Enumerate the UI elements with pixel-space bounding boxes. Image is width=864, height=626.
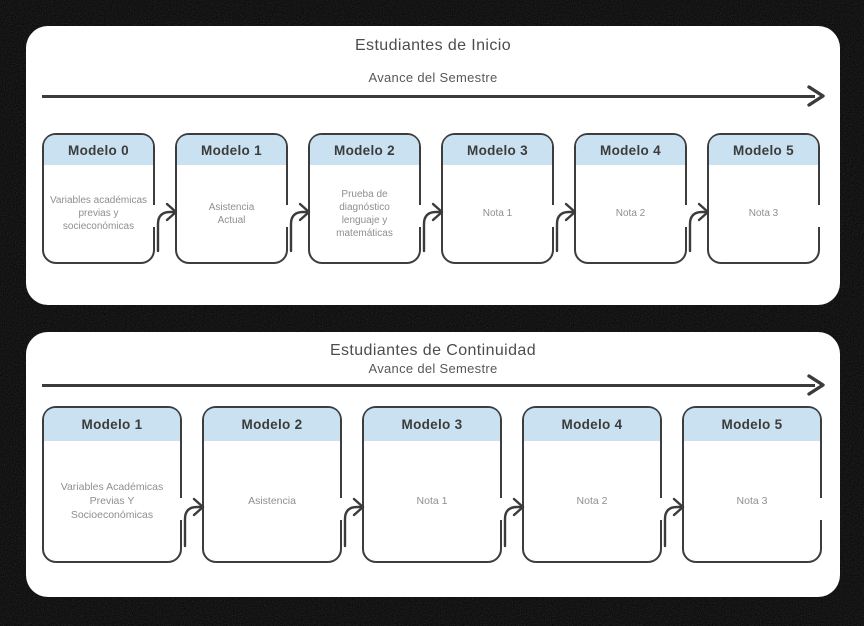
panel-estudiantes-de-inicio: Estudiantes de Inicio Avance del Semestr… bbox=[26, 26, 840, 305]
model-card-header: Modelo 5 bbox=[709, 135, 818, 165]
card-connector bbox=[502, 406, 525, 563]
model-card-body: Variables Académicas Previas Y Socioecon… bbox=[60, 481, 164, 521]
model-card-header: Modelo 2 bbox=[204, 408, 340, 441]
model-card-modelo-2: Modelo 2 Asistencia bbox=[202, 406, 343, 563]
model-card-body: Variables académicas previas y socieconó… bbox=[49, 195, 148, 232]
arrow-line bbox=[42, 94, 815, 98]
model-card-header: Modelo 4 bbox=[524, 408, 660, 441]
card-connector bbox=[342, 406, 365, 563]
flow-arrow-icon bbox=[156, 202, 178, 253]
model-card-body: Asistencia bbox=[248, 495, 296, 507]
arrow-head-icon bbox=[807, 374, 825, 396]
flow-arrow-icon bbox=[663, 497, 685, 548]
model-card-header: Modelo 2 bbox=[310, 135, 419, 165]
flow-arrow-icon bbox=[688, 202, 710, 253]
model-card-header: Modelo 0 bbox=[44, 135, 153, 165]
flow-arrow-icon bbox=[183, 497, 205, 548]
model-card-header: Modelo 1 bbox=[177, 135, 286, 165]
card-connector bbox=[662, 406, 685, 563]
card-connector bbox=[554, 133, 577, 264]
flow-arrow-icon bbox=[289, 202, 311, 253]
model-card-header: Modelo 1 bbox=[44, 408, 180, 441]
card-connector bbox=[687, 133, 710, 264]
model-cards-row: Modelo 0 Variables académicas previas y … bbox=[42, 133, 821, 264]
arrow-line bbox=[42, 383, 815, 387]
model-card-header: Modelo 3 bbox=[364, 408, 500, 441]
model-card-modelo-1: Modelo 1 Asistencia Actual bbox=[175, 133, 289, 264]
semester-progress-arrow bbox=[42, 83, 826, 109]
card-connector bbox=[288, 133, 311, 264]
model-card-modelo-3: Modelo 3 Nota 1 bbox=[362, 406, 503, 563]
flow-arrow-icon bbox=[422, 202, 444, 253]
flow-arrow-icon bbox=[343, 497, 365, 548]
panel-estudiantes-de-continuidad: Estudiantes de Continuidad Avance del Se… bbox=[26, 332, 840, 597]
model-card-header: Modelo 4 bbox=[576, 135, 685, 165]
model-card-modelo-0: Modelo 0 Variables académicas previas y … bbox=[42, 133, 156, 264]
model-card-body: Nota 2 bbox=[576, 495, 608, 507]
model-card-body: Nota 2 bbox=[615, 208, 646, 219]
model-card-modelo-4: Modelo 4 Nota 2 bbox=[574, 133, 688, 264]
panel-title: Estudiantes de Continuidad bbox=[329, 342, 537, 359]
panel-title: Estudiantes de Inicio bbox=[354, 37, 512, 54]
model-card-body: Nota 1 bbox=[482, 208, 513, 219]
model-card-body: Asistencia Actual bbox=[208, 201, 255, 226]
arrow-head-icon bbox=[807, 85, 825, 107]
card-connector bbox=[182, 406, 205, 563]
model-card-header: Modelo 5 bbox=[684, 408, 820, 441]
model-card-modelo-1: Modelo 1 Variables Académicas Previas Y … bbox=[42, 406, 183, 563]
model-card-body: Nota 3 bbox=[748, 208, 779, 219]
flow-arrow-icon bbox=[555, 202, 577, 253]
model-card-body: Nota 3 bbox=[736, 495, 768, 507]
model-card-modelo-5: Modelo 5 Nota 3 bbox=[707, 133, 821, 264]
model-card-body: Prueba de diagnóstico lenguaje y matemát… bbox=[336, 188, 393, 239]
card-connector bbox=[421, 133, 444, 264]
model-cards-row: Modelo 1 Variables Académicas Previas Y … bbox=[42, 406, 823, 563]
card-connector bbox=[155, 133, 178, 264]
model-card-modelo-3: Modelo 3 Nota 1 bbox=[441, 133, 555, 264]
model-card-modelo-2: Modelo 2 Prueba de diagnóstico lenguaje … bbox=[308, 133, 422, 264]
semester-progress-arrow bbox=[42, 372, 826, 398]
model-card-modelo-4: Modelo 4 Nota 2 bbox=[522, 406, 663, 563]
model-card-header: Modelo 3 bbox=[443, 135, 552, 165]
model-card-modelo-5: Modelo 5 Nota 3 bbox=[682, 406, 823, 563]
model-card-body: Nota 1 bbox=[416, 495, 448, 507]
flow-arrow-icon bbox=[503, 497, 525, 548]
